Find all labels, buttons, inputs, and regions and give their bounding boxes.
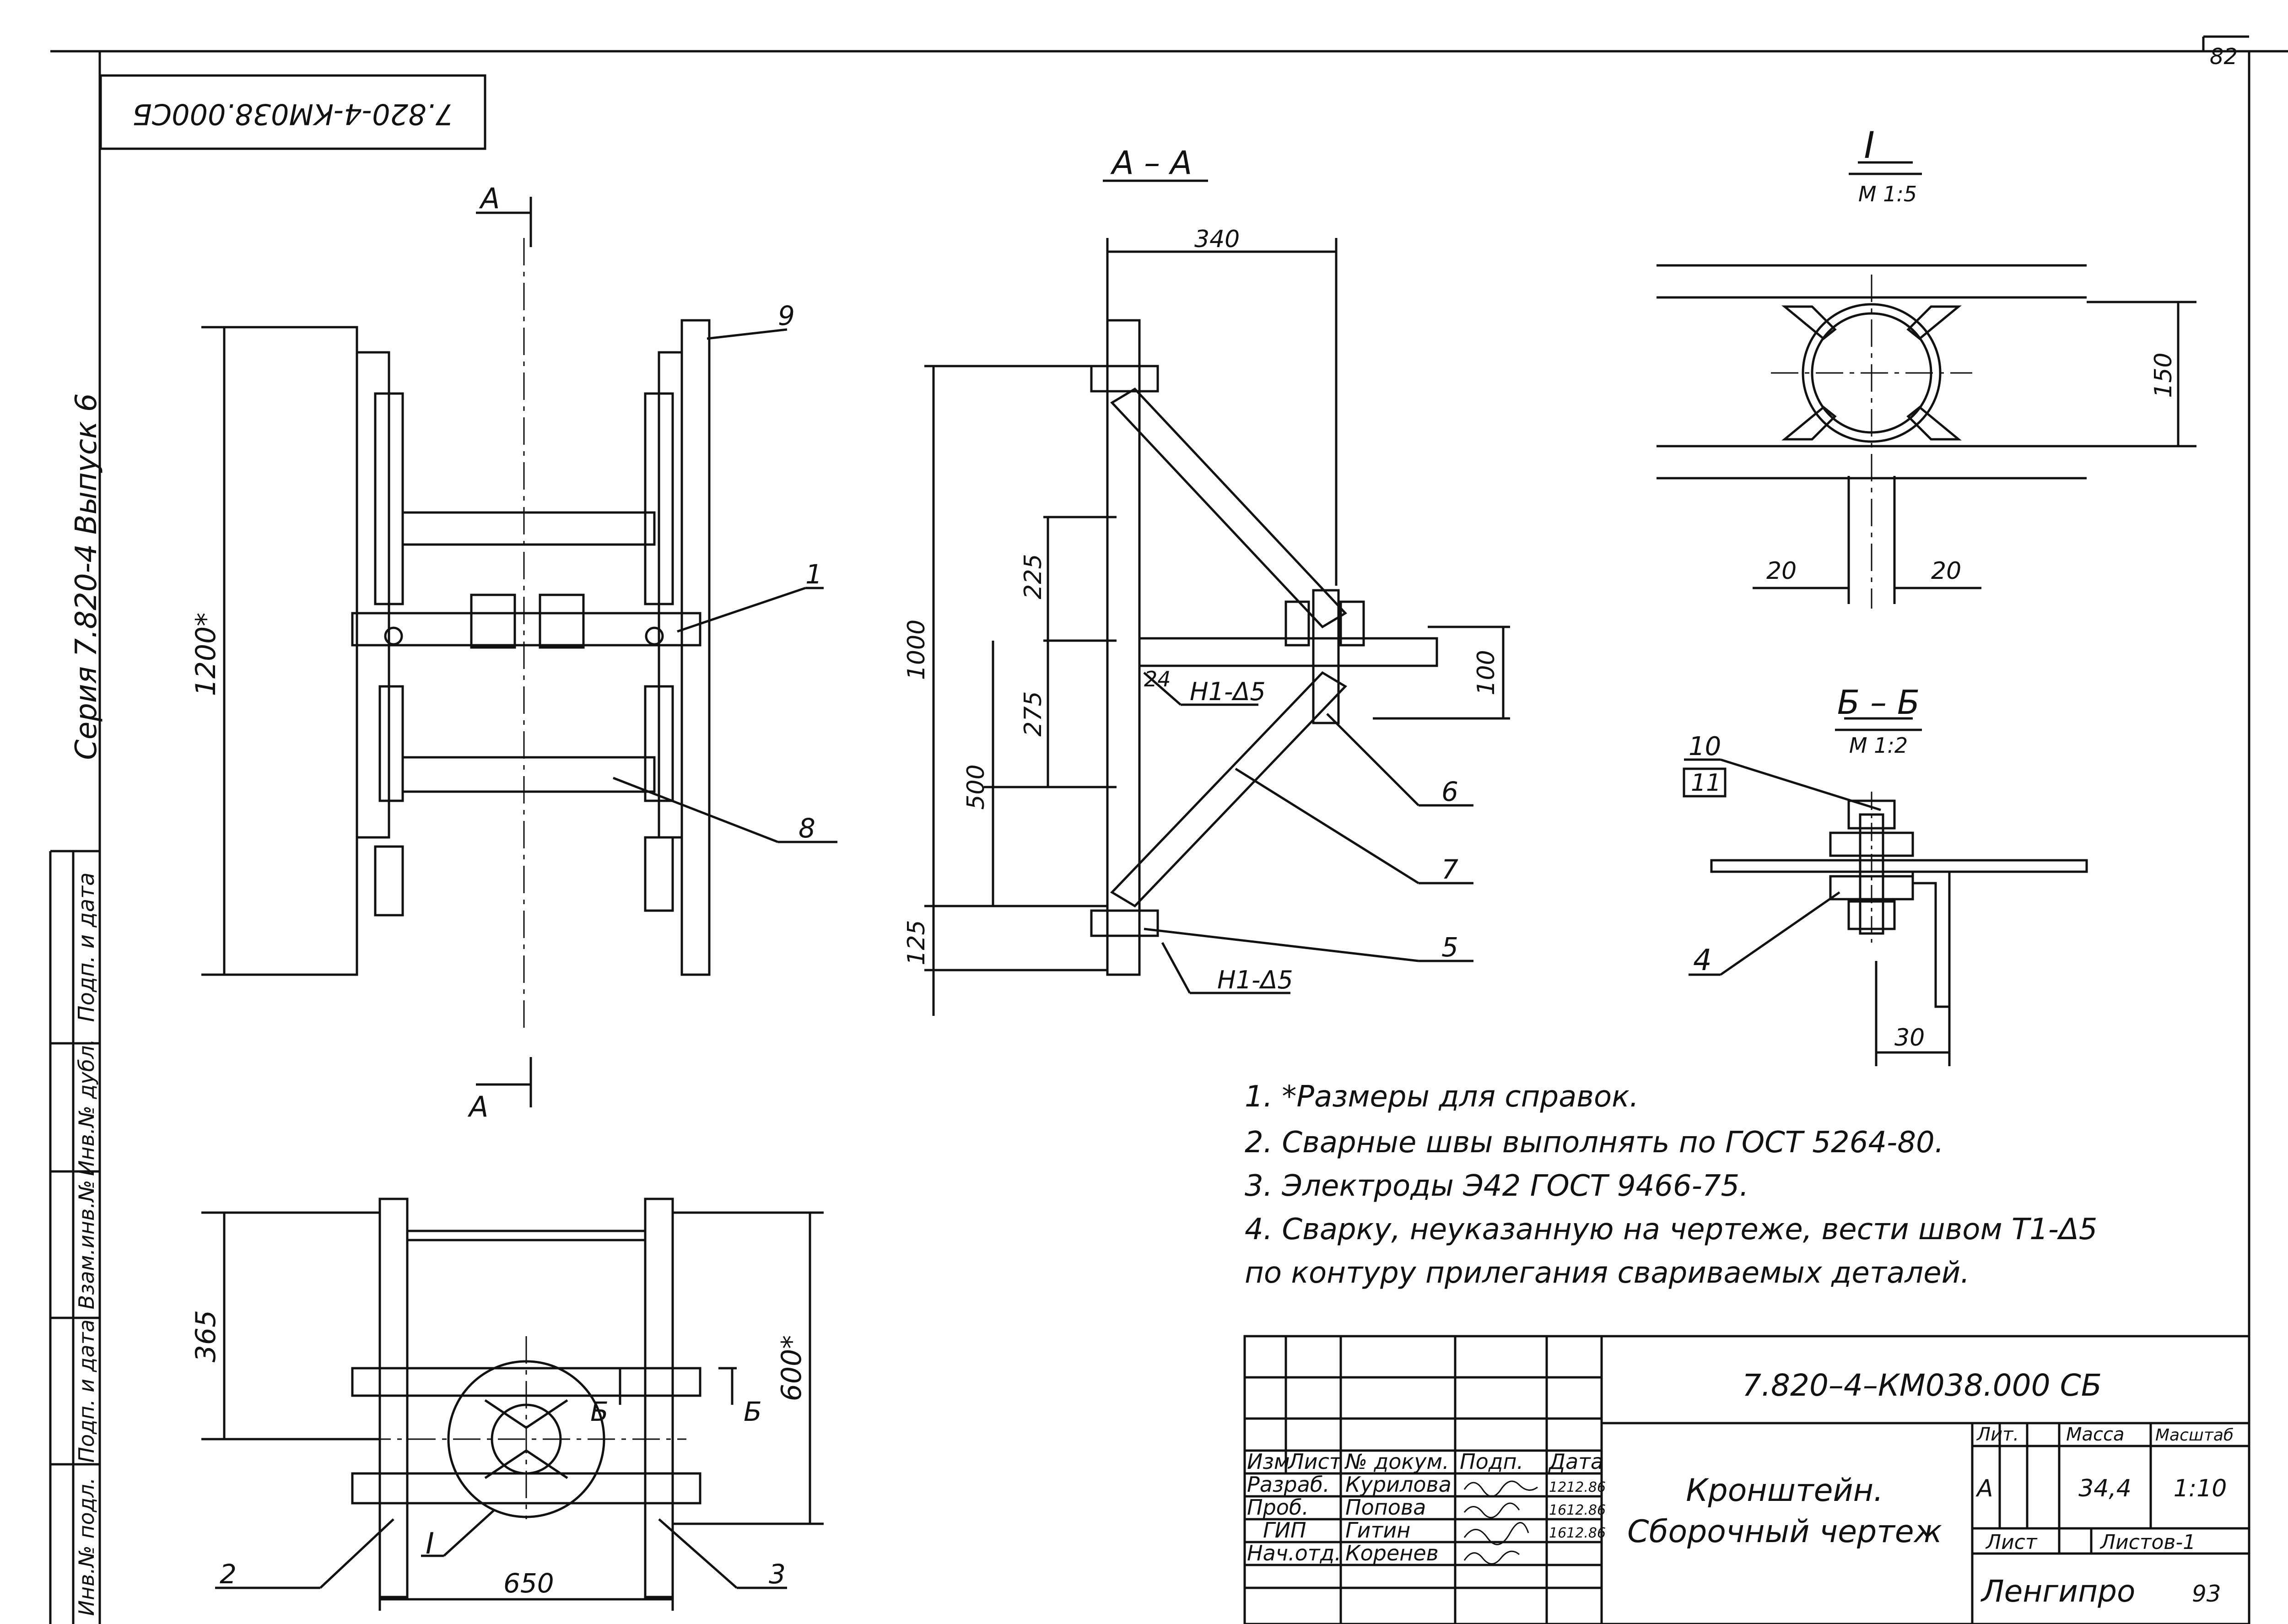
detail-one-title: I <box>1864 124 1875 167</box>
pos-11: 11 <box>1691 769 1721 797</box>
tb-lit-value: А <box>1975 1475 1993 1502</box>
section-bb-view <box>1683 717 2088 1066</box>
detail-callout-one: I <box>426 1527 434 1561</box>
dim-650: 650 <box>503 1568 554 1599</box>
pos-4: 4 <box>1693 944 1712 977</box>
note-4-cont: по контуру прилегания свариваемых детале… <box>1245 1256 1970 1290</box>
pos-6: 6 <box>1441 776 1458 807</box>
pos-3: 3 <box>769 1559 786 1590</box>
title-block-grid <box>1243 1335 2250 1624</box>
tb-scale-header: Масштаб <box>2155 1426 2234 1445</box>
series-label: Серия 7.820-4 Выпуск 6 <box>70 393 103 760</box>
tb-name-0: Курилова <box>1345 1472 1452 1497</box>
stamp-sign-date-1: Подп. и дата <box>74 873 99 1022</box>
dim-1200: 1200* <box>190 613 222 696</box>
tb-name-3: Коренев <box>1345 1541 1439 1565</box>
tb-date-1: 1612.86 <box>1549 1502 1606 1518</box>
doc-code-rotated: 7.820-4-КМ038.000СБ <box>132 97 453 131</box>
tb-col-list: Лист <box>1287 1449 1342 1474</box>
section-bb-scale: М 1:2 <box>1849 733 1908 758</box>
side-stamp <box>49 850 100 1624</box>
dim-100: 100 <box>1473 650 1500 695</box>
cut-label-a-top: А <box>479 182 500 215</box>
page-number: 82 <box>2210 44 2238 70</box>
tb-name-2: Гитин <box>1345 1518 1410 1543</box>
tb-title-line1: Кронштейн. <box>1686 1473 1883 1509</box>
tb-sheets-label: Листов-1 <box>2099 1531 2196 1554</box>
tb-lit-header: Лит. <box>1976 1424 2019 1445</box>
tb-name-1: Попова <box>1345 1495 1426 1520</box>
tb-role-3: Нач.отд. <box>1247 1541 1341 1565</box>
tb-date-2: 1612.86 <box>1549 1525 1606 1541</box>
detail-one-scale: М 1:5 <box>1858 182 1917 206</box>
section-aa-view <box>924 179 1510 1016</box>
weld-leg-24: 24 <box>1144 667 1171 691</box>
tb-mass-value: 34,4 <box>2078 1475 2132 1502</box>
tb-col-sign: Подп. <box>1460 1449 1523 1474</box>
dim-225: 225 <box>1020 554 1047 599</box>
note-4: 4. Сварку, неуказанную на чертеже, вести… <box>1245 1213 2098 1246</box>
pos-10: 10 <box>1689 732 1721 761</box>
dim-150: 150 <box>2150 352 2177 398</box>
plan-view <box>201 1198 824 1611</box>
note-2: 2. Сварные швы выполнять по ГОСТ 5264-80… <box>1245 1126 1944 1160</box>
tb-role-2: ГИП <box>1263 1518 1306 1543</box>
pos-7: 7 <box>1441 854 1458 885</box>
doc-code-box <box>99 74 486 150</box>
cut-label-b-left: Б <box>590 1396 609 1427</box>
tb-mass-header: Масса <box>2066 1424 2125 1445</box>
tb-col-doc: № докум. <box>1344 1449 1449 1474</box>
tb-org: Ленгипро <box>1980 1574 2135 1609</box>
weld-label-lower: Н1-Δ5 <box>1217 966 1293 994</box>
weld-label-upper: Н1-Δ5 <box>1190 677 1266 706</box>
pos-8: 8 <box>799 813 815 844</box>
pos-2: 2 <box>220 1559 237 1590</box>
tb-scale-value: 1:10 <box>2174 1475 2227 1502</box>
pos-9: 9 <box>778 300 795 331</box>
tb-col-izm: Изм <box>1247 1449 1290 1474</box>
tb-date-0: 1212.86 <box>1549 1479 1606 1495</box>
signature-scribbles <box>1463 1480 1538 1565</box>
tb-role-1: Проб. <box>1247 1495 1309 1520</box>
dim-500: 500 <box>962 764 990 809</box>
tb-designation: 7.820–4–КМ038.000 СБ <box>1742 1368 2102 1403</box>
tb-org-suffix: 93 <box>2192 1581 2221 1607</box>
dim-20-right: 20 <box>1931 557 1961 585</box>
stamp-orig-inv: Инв.№ подл. <box>74 1478 99 1616</box>
front-view <box>201 197 837 1107</box>
section-aa-title: А – А <box>1110 144 1192 182</box>
tb-sheet-label: Лист <box>1985 1531 2038 1554</box>
note-1: 1. *Размеры для справок. <box>1245 1080 1639 1114</box>
pos-5: 5 <box>1441 932 1458 963</box>
dim-20-left: 20 <box>1766 557 1797 585</box>
dim-1000: 1000 <box>903 620 930 680</box>
section-bb-title: Б – Б <box>1837 683 1920 722</box>
dim-125: 125 <box>903 920 930 965</box>
stamp-sign-date-2: Подп. и дата <box>74 1319 99 1462</box>
dim-30: 30 <box>1894 1024 1925 1052</box>
cut-label-b-right: Б <box>744 1396 762 1427</box>
tb-role-0: Разраб. <box>1247 1472 1330 1497</box>
stamp-replace-inv: Взам.инв.№ <box>74 1180 99 1309</box>
detail-one-view <box>1657 161 2196 609</box>
dim-340: 340 <box>1194 226 1240 253</box>
dim-275: 275 <box>1020 691 1047 736</box>
cut-label-a-bottom: А <box>467 1090 488 1123</box>
tb-title-line2: Сборочный чертеж <box>1627 1514 1942 1550</box>
stamp-dup-inv: Инв.№ дубл. <box>74 1039 99 1176</box>
dim-365: 365 <box>190 1310 222 1363</box>
pos-1: 1 <box>805 559 822 590</box>
tb-col-date: Дата <box>1548 1449 1603 1474</box>
note-3: 3. Электроды Э42 ГОСТ 9466-75. <box>1245 1169 1749 1203</box>
dim-600: 600* <box>776 1335 808 1402</box>
